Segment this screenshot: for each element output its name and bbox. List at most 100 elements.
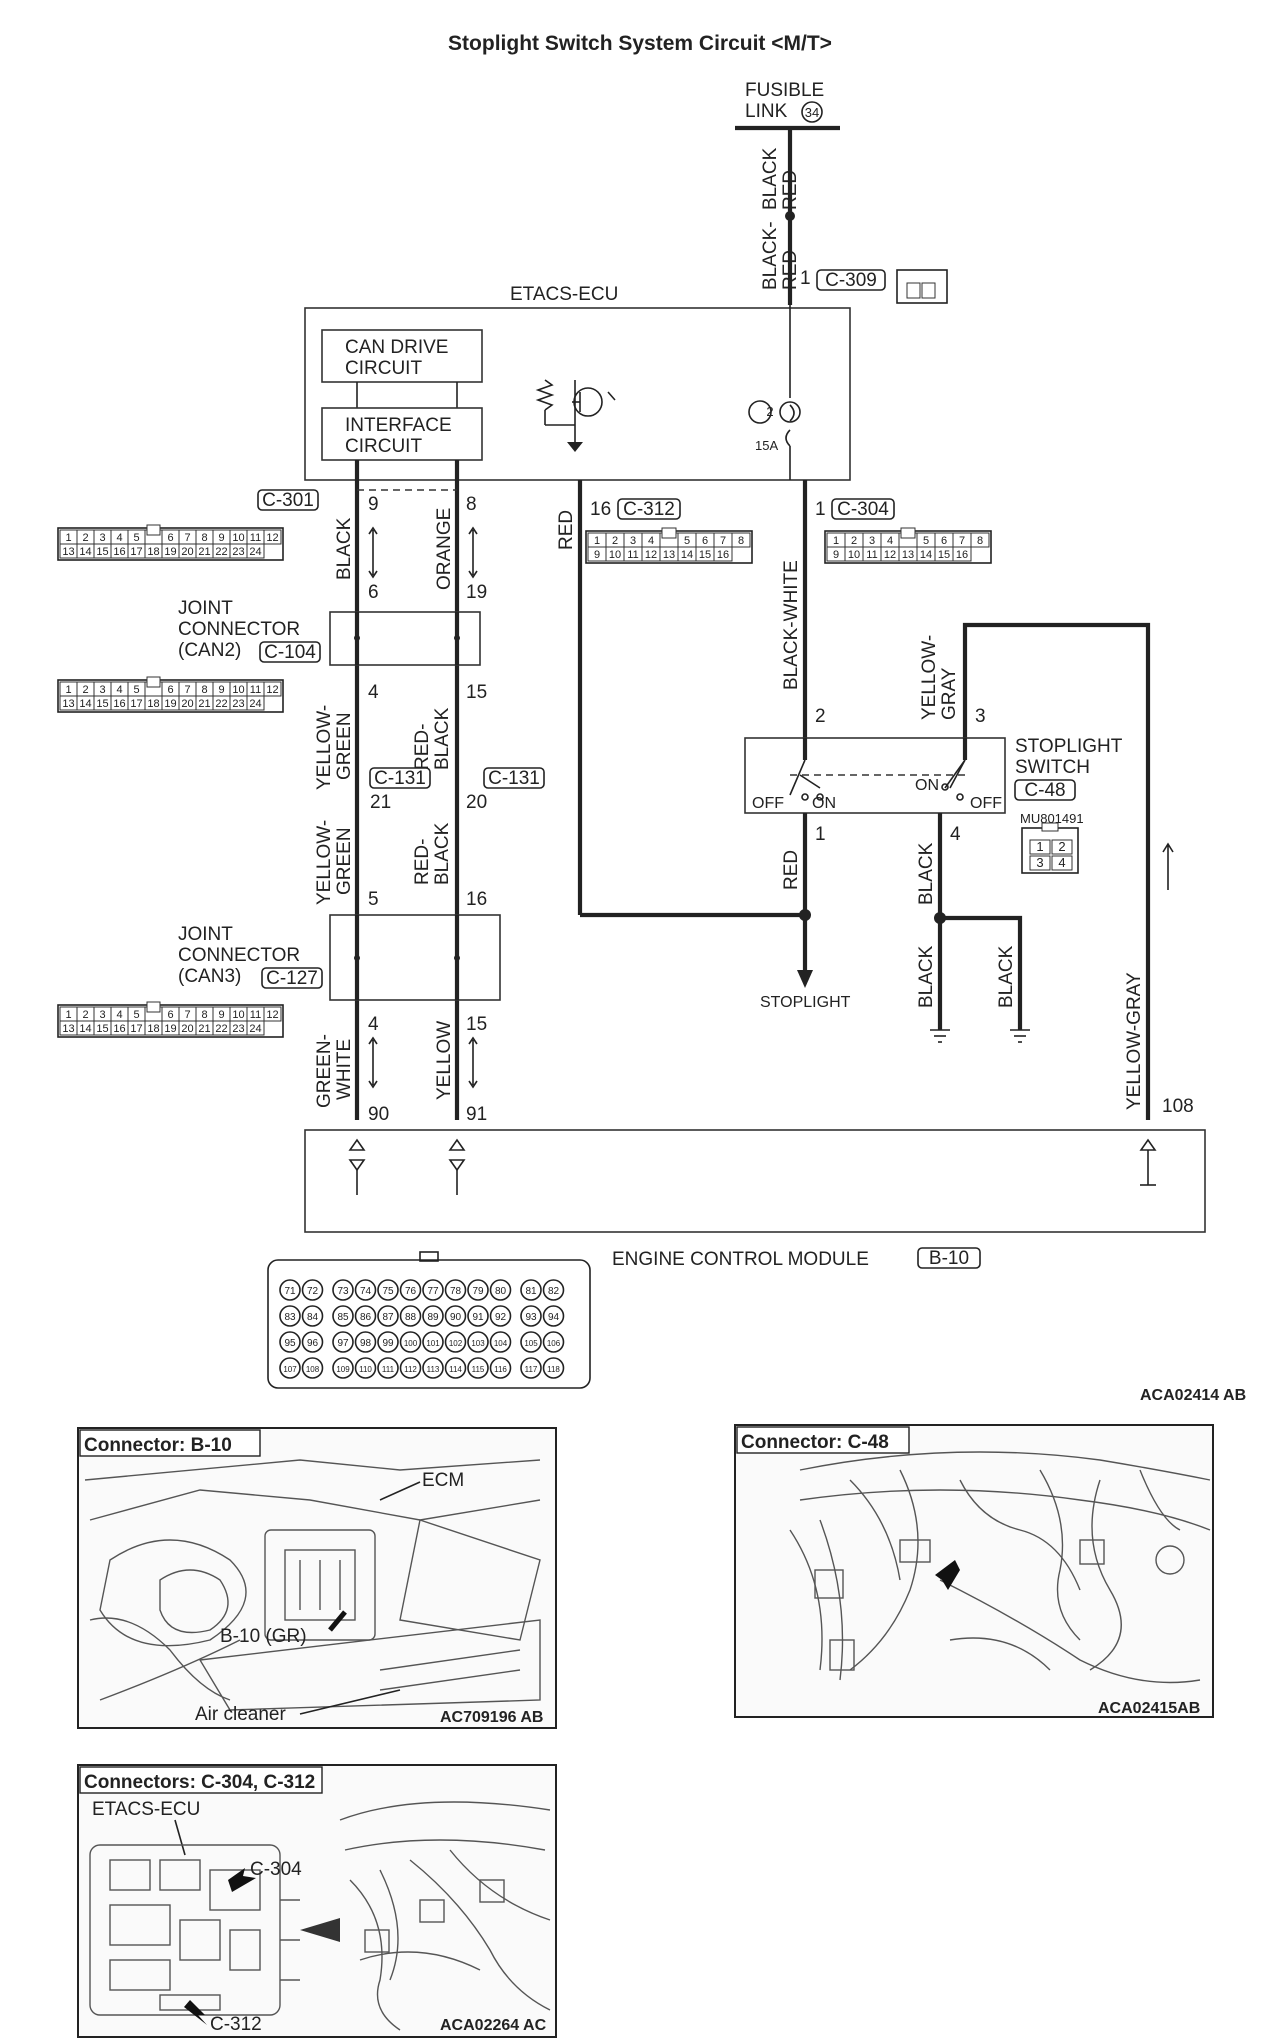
wire-label-red: RED <box>556 510 577 550</box>
pin-number: 1 <box>65 684 71 696</box>
svg-text:4: 4 <box>1058 855 1065 870</box>
ecm-pin <box>444 1331 467 1353</box>
switch-on-1: ON <box>812 795 836 812</box>
pin-number: 19 <box>164 698 176 710</box>
pin-number: 5 <box>133 684 139 696</box>
fuse-num: 2 <box>766 404 773 419</box>
pin-number: 4 <box>116 684 122 696</box>
pin-number: 21 <box>198 698 210 710</box>
pin-number: 2 <box>851 535 857 547</box>
pin-9: 9 <box>368 494 379 515</box>
pin-number: 2 <box>612 535 618 547</box>
ecm-pin <box>354 1357 377 1379</box>
c127-tag <box>261 967 323 989</box>
ecm-pin-number: 71 <box>284 1286 296 1297</box>
pin-number: 22 <box>215 546 227 558</box>
ecm-pin-number: 77 <box>427 1286 439 1297</box>
wire-label-gw: GREEN- <box>314 1034 335 1108</box>
photo-c48-code: ACA02415AB <box>1098 1700 1200 1717</box>
ecm-pin <box>422 1357 444 1379</box>
connector-key <box>146 524 161 536</box>
pin-number: 7 <box>959 535 965 547</box>
ground-icon-1 <box>930 1029 950 1043</box>
wire-label-black-red-1b: RED <box>780 170 801 210</box>
wire-label-black-red-1: BLACK <box>760 147 781 210</box>
wire-label-rb-2b: BLACK <box>432 822 453 885</box>
ecm-pin-number: 106 <box>547 1339 561 1348</box>
pin-number: 5 <box>133 532 139 544</box>
ecm-box <box>304 1129 1206 1233</box>
ecm-pin-number: 112 <box>404 1365 417 1374</box>
pin-number: 3 <box>99 1009 105 1021</box>
svg-text:2: 2 <box>1058 839 1065 854</box>
pin-number: 3 <box>99 532 105 544</box>
ecm-pin <box>422 1331 444 1353</box>
ecm-pin-number: 107 <box>283 1365 297 1374</box>
photo-c304-etacs: ETACS-ECU <box>92 1799 200 1820</box>
wire-label-yg-b: GRAY <box>939 667 960 720</box>
pin-number: 20 <box>181 1023 193 1035</box>
ecm-pin <box>354 1305 377 1327</box>
pin-1-c304: 1 <box>815 499 826 520</box>
ecm-pin <box>489 1357 512 1379</box>
dashboard-harness-sketch <box>789 1451 1211 1684</box>
pin-number: 6 <box>941 535 947 547</box>
pin-number: 7 <box>184 532 190 544</box>
pin-number: 14 <box>79 698 91 710</box>
pin-number: 15 <box>699 549 711 561</box>
switch-contact-2 <box>944 759 966 789</box>
pin-number: 15 <box>96 698 108 710</box>
pin-number: 3 <box>99 684 105 696</box>
ecm-pin-number: 72 <box>307 1286 319 1297</box>
can-drive-label-2: CIRCUIT <box>345 358 422 379</box>
ecm-pin <box>467 1357 489 1379</box>
ecm-pin-number: 97 <box>337 1338 349 1349</box>
ecm-pin <box>301 1305 324 1327</box>
pin-number: 1 <box>833 535 839 547</box>
pin-number: 23 <box>232 698 244 710</box>
twist-arrow-2 <box>468 526 478 579</box>
ecm-pin-number: 89 <box>427 1312 439 1323</box>
pin-number: 15 <box>96 546 108 558</box>
pin-108: 108 <box>1162 1096 1194 1117</box>
pin-number: 12 <box>266 684 278 696</box>
ecm-pin-number: 113 <box>427 1365 440 1374</box>
ecm-pin-number: 92 <box>495 1312 507 1323</box>
ecm-pin <box>377 1279 399 1301</box>
ecm-pin-number: 101 <box>426 1339 440 1348</box>
c309-face <box>896 269 948 304</box>
c127-label: C-127 <box>266 968 318 989</box>
ecm-pin <box>489 1331 512 1353</box>
etacs-label: ETACS-ECU <box>510 284 618 305</box>
ecm-pin <box>542 1357 565 1379</box>
connector-key <box>900 527 916 539</box>
pin-number: 6 <box>167 1009 173 1021</box>
pin-number: 10 <box>848 549 860 561</box>
ecm-pin-number: 118 <box>547 1365 560 1374</box>
pin-cell <box>952 546 972 562</box>
wire-label-yg-a: YELLOW- <box>919 635 940 720</box>
photo-b10-air: Air cleaner <box>195 1704 286 1725</box>
ecm-pin <box>332 1305 354 1327</box>
ecm-pin-number: 105 <box>524 1339 538 1348</box>
switch-off-2: OFF <box>970 795 1002 812</box>
photo-c304 <box>77 1764 557 2038</box>
pin-91: 91 <box>466 1104 487 1125</box>
joint-can2-3: (CAN2) <box>178 640 241 661</box>
ecm-pin <box>467 1279 489 1301</box>
switch-contact-1 <box>789 759 806 796</box>
ecm-pin <box>279 1305 301 1327</box>
pin-number: 1 <box>65 532 71 544</box>
ecm-pin <box>422 1279 444 1301</box>
ecm-pin <box>377 1331 399 1353</box>
pin-number: 8 <box>738 535 744 547</box>
ecm-pin <box>399 1331 422 1353</box>
ecm-pin-number: 79 <box>472 1286 484 1297</box>
ecm-pin <box>520 1279 542 1301</box>
ecm-pin-number: 95 <box>284 1338 296 1349</box>
pin-number: 7 <box>184 1009 190 1021</box>
